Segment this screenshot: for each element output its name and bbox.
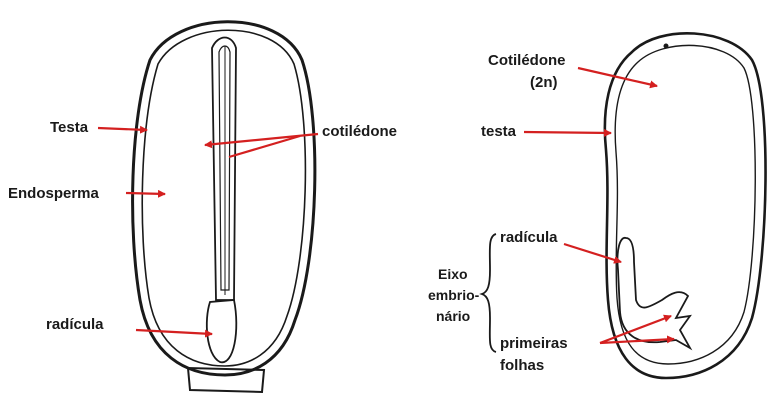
arrow-testa-left: [98, 128, 147, 130]
label-testa-right: testa: [481, 123, 516, 140]
label-eixo-line2: embrio-: [428, 287, 479, 304]
label-cotiledone-left: cotilédone: [322, 123, 397, 140]
embryo-axis-brace: [482, 234, 496, 352]
right-seed-hilum: [664, 44, 668, 48]
label-ploidy: (2n): [530, 74, 558, 91]
left-cotyledon-shape: [212, 38, 236, 301]
arrow-testa-right: [524, 132, 611, 133]
label-cotiledone-right: Cotilédone: [488, 52, 566, 69]
left-seed-outer-coat: [133, 22, 315, 375]
arrow-radicula-right: [564, 244, 621, 262]
right-seed: [605, 33, 766, 378]
left-seed: [133, 22, 315, 392]
label-folhas: folhas: [500, 357, 544, 374]
label-primeiras: primeiras: [500, 335, 568, 352]
label-radicula-right: radícula: [500, 229, 558, 246]
label-eixo-line3: nário: [436, 308, 470, 325]
right-seed-outer-coat: [605, 33, 766, 378]
left-radicle-shape: [207, 300, 237, 362]
arrow-cotiledone-left: [205, 134, 318, 145]
label-eixo-line1: Eixo: [438, 266, 468, 283]
left-seed-inner-coat: [142, 30, 305, 366]
arrow-endosperma-left: [126, 193, 165, 194]
arrow-radicula-left: [136, 330, 212, 334]
right-arrows: [524, 68, 674, 343]
label-testa-left: Testa: [50, 119, 88, 136]
left-arrows: [98, 128, 318, 334]
label-endosperma: Endosperma: [8, 185, 99, 202]
label-radicula-left: radícula: [46, 316, 104, 333]
